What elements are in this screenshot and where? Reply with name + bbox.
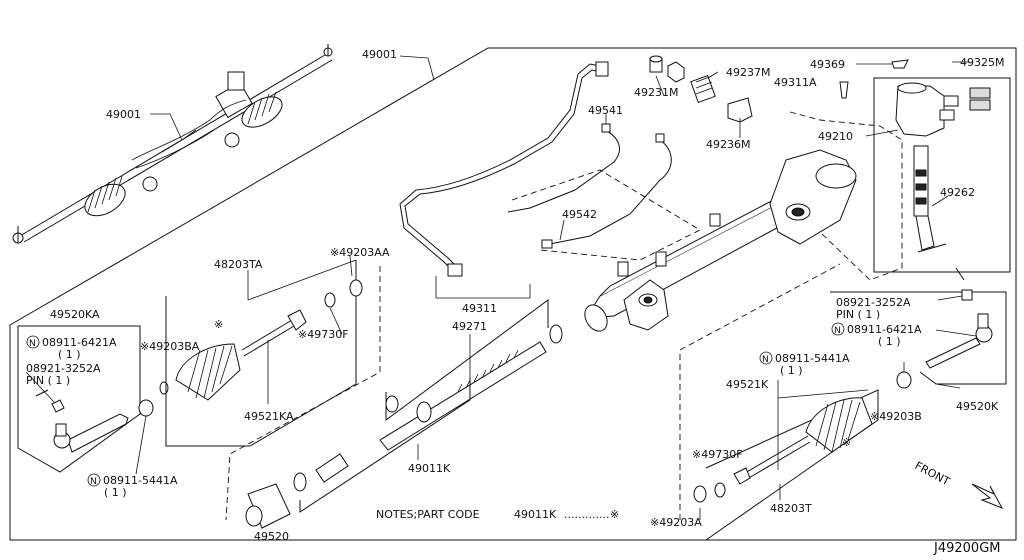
left-lock-nut — [138, 399, 154, 417]
label-49520KA: 49520KA — [50, 308, 100, 321]
label-48203T: 48203T — [770, 502, 812, 515]
label-49521K: 49521K — [726, 378, 769, 391]
right-boot — [805, 397, 873, 453]
label-49237M: 49237M — [726, 66, 770, 79]
pressure-tube-assembly — [399, 61, 672, 277]
label-49203AA: ※49203AA — [330, 246, 390, 259]
label-08921-3252A-right-pin: PIN ( 1 ) — [836, 308, 880, 321]
label-49521KA: 49521KA — [244, 410, 294, 423]
svg-text:N: N — [90, 477, 97, 487]
label-08921-3252A-right: 08921-3252A — [836, 296, 911, 309]
right-tie-rod-end — [925, 267, 993, 369]
n-marker-right-6421A: N — [831, 322, 845, 336]
notes-dots: ............. — [564, 508, 609, 521]
left-inner-socket — [241, 309, 307, 357]
control-valve-group — [873, 77, 1011, 273]
right-boot-kit-box — [705, 389, 879, 541]
n-marker-right-5441A: N — [759, 351, 773, 365]
rack-lower-parts — [245, 453, 349, 529]
label-49011K: 49011K — [408, 462, 451, 475]
label-49730F-left: ※49730F — [298, 328, 349, 341]
label-08911-6421A-right-qty: ( 1 ) — [878, 335, 901, 348]
notes-part: 49011K — [514, 508, 557, 521]
rack-housing — [584, 149, 857, 332]
right-inner-socket — [733, 435, 811, 485]
left-boot-clamp-ring — [324, 292, 336, 308]
right-bracket-dash — [679, 263, 841, 520]
label-49369: 49369 — [810, 58, 845, 71]
outer-frame — [9, 47, 1017, 541]
label-49236M: 49236M — [706, 138, 750, 151]
left-bracket-dash — [225, 266, 381, 521]
label-08911-6421A-left: 08911-6421A — [42, 336, 117, 349]
left-tie-rod-callout-box — [17, 325, 141, 473]
label-49262: 49262 — [940, 186, 975, 199]
notes-star: ※ — [610, 508, 619, 521]
label-49231M: 49231M — [634, 86, 678, 99]
label-49203BA: ※49203BA — [140, 340, 200, 353]
label-49001-top: 49001 — [362, 48, 397, 61]
label-49311A: 49311A — [774, 76, 817, 89]
left-band-clamp — [349, 279, 363, 297]
right-tie-rod-callout-box — [830, 291, 1007, 385]
label-08911-5441A-left-qty: ( 1 ) — [104, 486, 127, 499]
label-08911-5441A-right: 08911-5441A — [775, 352, 850, 365]
label-49541: 49541 — [588, 104, 623, 117]
guide-box-valve — [789, 111, 903, 281]
notes-line: NOTES;PART CODE 49011K ............. ※ — [376, 508, 619, 521]
label-08911-5441A-right-qty: ( 1 ) — [780, 364, 803, 377]
label-49203B: ※49203B — [870, 410, 922, 423]
label-49520K: 49520K — [956, 400, 999, 413]
star-right-boot: ※ — [842, 436, 851, 449]
valve-box — [873, 77, 1011, 273]
label-49203A: ※49203A — [650, 516, 702, 529]
rack-bar — [379, 324, 563, 451]
right-band-clamp — [693, 485, 707, 503]
right-lock-nut — [896, 371, 912, 389]
label-49520: 49520 — [254, 530, 289, 543]
label-49542: 49542 — [562, 208, 597, 221]
label-08921-3252A-left: 08921-3252A — [26, 362, 101, 375]
seal-and-bushing-parts — [649, 55, 909, 123]
label-49730F-right: ※49730F — [692, 448, 743, 461]
svg-text:N: N — [29, 339, 36, 349]
diagram-code: J49200GM — [933, 541, 1000, 556]
label-08911-5441A-left: 08911-5441A — [103, 474, 178, 487]
notes-prefix: NOTES;PART CODE — [376, 508, 480, 521]
svg-text:N: N — [834, 326, 841, 336]
label-49325M: 49325M — [960, 56, 1004, 69]
left-clamp-small — [159, 381, 169, 395]
star-left-boot: ※ — [214, 318, 223, 331]
label-08911-6421A-left-qty: ( 1 ) — [58, 348, 81, 361]
rack-lower-box — [299, 378, 471, 513]
front-label: FRONT — [913, 459, 953, 488]
assembled-steering-rack — [12, 44, 333, 244]
n-marker-left-5441A: N — [87, 473, 101, 487]
label-08921-3252A-left-pin: PIN ( 1 ) — [26, 374, 70, 387]
left-boot — [175, 343, 241, 401]
svg-text:N: N — [762, 355, 769, 365]
label-49271: 49271 — [452, 320, 487, 333]
front-direction-indicator: FRONT — [913, 459, 1004, 509]
leader-lines — [25, 55, 977, 520]
left-boot-kit-box — [165, 260, 357, 447]
right-boot-clamp-ring — [714, 482, 726, 498]
n-marker-left-6421A: N — [26, 335, 40, 349]
label-48203TA: 48203TA — [214, 258, 263, 271]
label-49210: 49210 — [818, 130, 853, 143]
guide-box-tubes — [511, 169, 701, 261]
label-49311: 49311 — [462, 302, 497, 315]
label-49001-left: 49001 — [106, 108, 141, 121]
left-tie-rod-end — [35, 389, 129, 453]
front-arrow-icon — [971, 483, 1004, 509]
label-08911-6421A-right: 08911-6421A — [847, 323, 922, 336]
